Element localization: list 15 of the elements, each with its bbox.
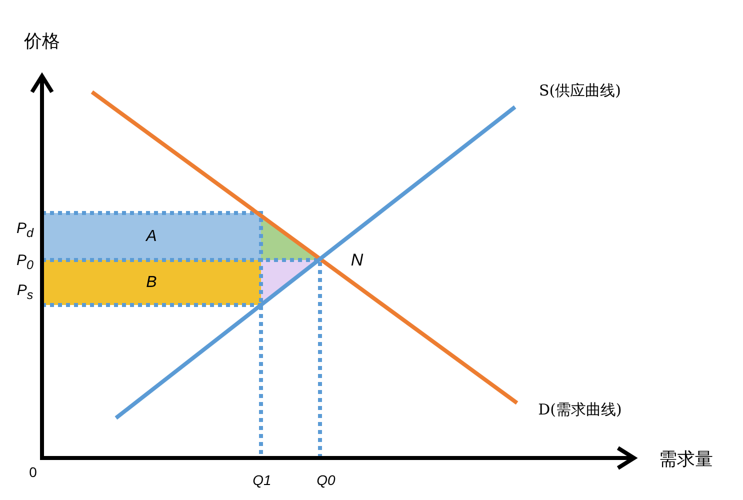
surplus-area (42, 213, 261, 260)
equilibrium-label: N (350, 252, 364, 268)
quantity-label: Q0 (316, 473, 336, 487)
area-label: B (146, 274, 157, 292)
axis-title: 需求量 (659, 451, 713, 469)
origin-label: 0 (29, 465, 37, 479)
price-label: P$_{d}$ (16, 220, 34, 240)
curve-label: D(需求曲线) (538, 402, 622, 418)
price-label: P$_{0}$ (16, 252, 34, 272)
axis-title: 价格 (24, 33, 60, 51)
area-label: A (146, 228, 157, 246)
quantity-label: Q1 (252, 473, 272, 487)
curve-label: S(供应曲线) (539, 84, 621, 98)
surplus-area (42, 260, 261, 305)
price-label: P$_{s}$ (16, 282, 34, 302)
